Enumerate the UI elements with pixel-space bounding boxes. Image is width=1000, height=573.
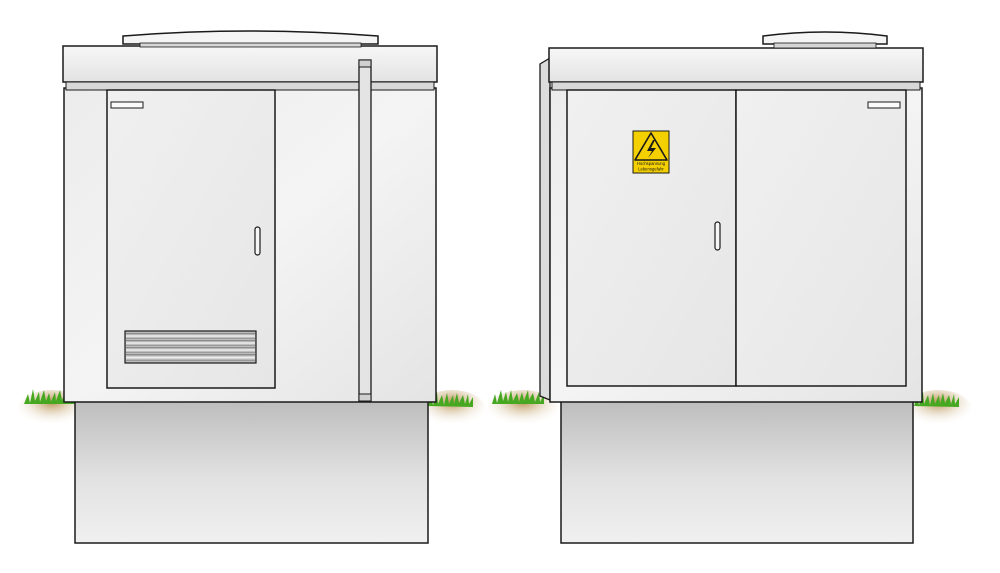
- high-voltage-warning-icon: Hochspannung Lebensgefahr: [632, 130, 670, 174]
- left-side-post: [358, 59, 372, 402]
- right-kiosk: Hochspannung Lebensgefahr: [487, 31, 972, 544]
- left-door-vent: [124, 330, 257, 364]
- right-body-side: [539, 56, 551, 401]
- right-double-door: [566, 89, 907, 387]
- right-grass: [487, 390, 972, 430]
- right-door-label-slot: [867, 101, 901, 109]
- left-kiosk: [18, 30, 486, 544]
- right-base: [560, 400, 914, 544]
- warning-label-line2: Lebensgefahr: [638, 167, 664, 172]
- warning-label-line1: Hochspannung: [637, 161, 666, 166]
- left-door-label-slot: [110, 101, 144, 109]
- right-door-handle: [714, 221, 721, 251]
- left-door: [106, 89, 276, 389]
- left-base: [74, 400, 429, 544]
- left-roof: [62, 30, 438, 91]
- right-roof: [548, 31, 924, 91]
- left-door-handle: [254, 226, 261, 256]
